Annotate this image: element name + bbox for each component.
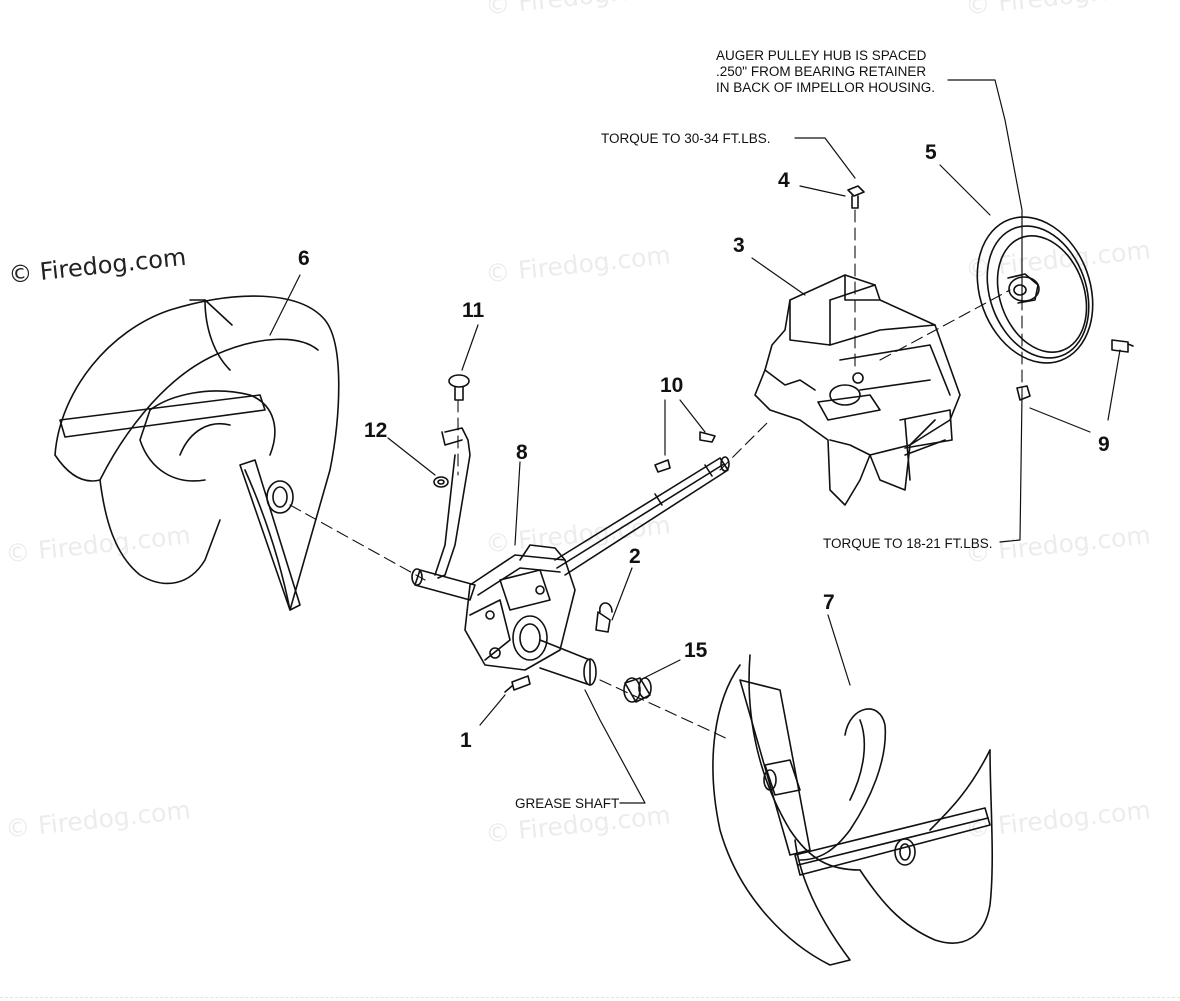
gearbox [464,544,576,671]
auger-right [712,654,994,966]
callout-10: 10 [660,374,684,397]
note-torque-18-21: TORQUE TO 18-21 FT.LBS. [823,536,993,551]
note-grease-shaft: GREASE SHAFT [515,796,620,811]
bracket [437,427,471,579]
callout-3: 3 [733,234,745,257]
callout-1: 1 [460,729,472,752]
callout-2: 2 [629,545,641,568]
callout-7: 7 [823,591,835,614]
callout-4: 4 [778,169,790,192]
callout-9: 9 [1098,433,1110,456]
auger-left [54,295,340,611]
callout-6: 6 [298,247,310,270]
callout-5: 5 [925,141,937,164]
callout-12: 12 [364,419,388,442]
note-torque-30-34: TORQUE TO 30-34 FT.LBS. [601,131,771,146]
note-pulley-hub-spacing: AUGER PULLEY HUB IS SPACED .250" FROM BE… [716,48,936,95]
callout-11: 11 [462,299,485,322]
callout-15: 15 [684,639,708,662]
impeller-housing [754,274,961,506]
callout-8: 8 [516,441,528,464]
lower-shaft [539,639,591,686]
upper-shaft [554,457,729,576]
pulley [976,216,1094,364]
bottom-border [0,997,1180,998]
